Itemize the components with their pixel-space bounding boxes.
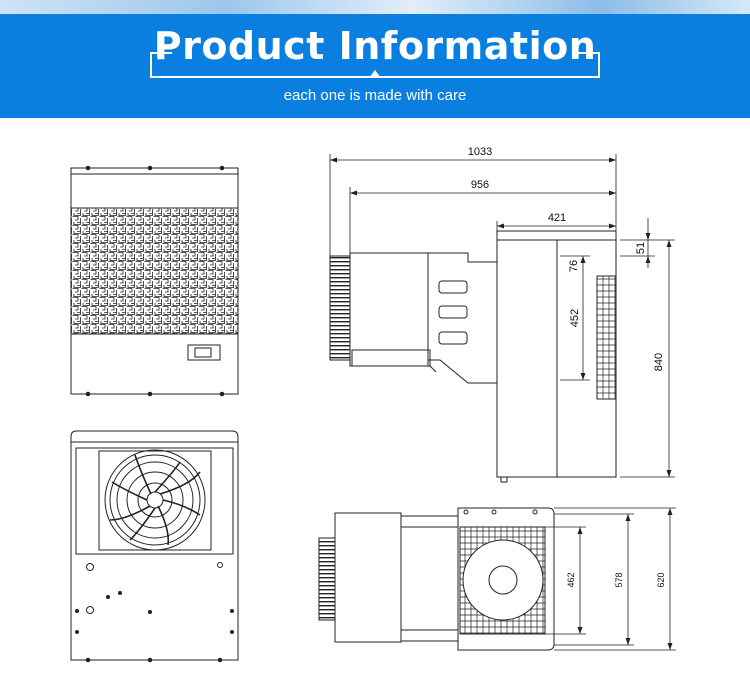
title-bracket-left: [150, 52, 174, 76]
dim-840-label: 840: [653, 353, 665, 371]
header-banner: Product Information each one is made wit…: [0, 0, 750, 118]
dim-452-label: 452: [569, 309, 581, 327]
dim-578-label: 578: [614, 572, 624, 587]
title-bracket-left-bottom: [150, 76, 372, 78]
dimension-arrows: [330, 157, 673, 650]
side-view: [329, 230, 617, 483]
page-title: Product Information: [153, 24, 597, 68]
front-view: [70, 165, 239, 397]
dim-956-label: 956: [471, 179, 489, 191]
dimension-lines: [329, 154, 676, 651]
dim-51-label: 51: [635, 242, 647, 254]
dim-462-label: 462: [566, 572, 576, 587]
technical-drawing: 1033 956 421 51 76 452 840 462 578 620: [70, 146, 676, 663]
dim-421-label: 421: [548, 212, 566, 224]
title-bracket-right: [598, 52, 600, 76]
top-view: [318, 507, 555, 651]
dim-1033-label: 1033: [468, 146, 492, 158]
title-bracket-left-top: [150, 52, 172, 54]
banner-texture: [0, 0, 750, 14]
page-subtitle: each one is made with care: [283, 87, 467, 104]
dim-620-label: 620: [656, 572, 666, 587]
title-bracket-right-top: [578, 52, 600, 54]
title-bracket-right-bottom: [380, 76, 600, 78]
dim-76-label: 76: [568, 260, 580, 272]
title-pointer: [369, 70, 381, 78]
rear-view: [70, 430, 239, 663]
